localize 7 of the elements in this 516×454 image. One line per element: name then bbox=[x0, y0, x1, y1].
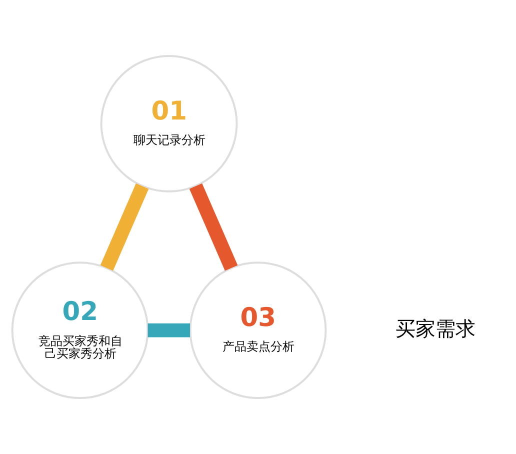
connector bbox=[148, 323, 190, 338]
connector bbox=[100, 183, 149, 271]
connector bbox=[189, 183, 238, 271]
label: 买家需求 bbox=[395, 317, 476, 340]
node-circle: 01 聊天记录分析 bbox=[100, 54, 238, 192]
node-circle: 02 竞品买家秀和自己买家秀分析 bbox=[11, 262, 149, 400]
node-circle: 03 产品卖点分析 bbox=[189, 262, 327, 400]
